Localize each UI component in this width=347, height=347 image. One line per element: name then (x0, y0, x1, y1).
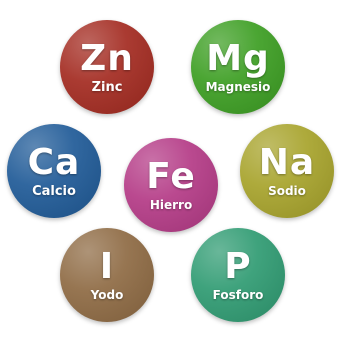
element-symbol: P (224, 246, 252, 287)
element-circle-i: I Yodo (60, 228, 154, 322)
element-circle-na: Na Sodio (240, 124, 334, 218)
element-name: Zinc (91, 79, 123, 95)
element-symbol: Na (258, 142, 316, 183)
element-name: Hierro (149, 198, 193, 212)
element-circle-mg: Mg Magnesio (191, 20, 285, 114)
element-name: Fosforo (212, 288, 264, 302)
element-symbol: I (99, 246, 115, 287)
element-circle-p: P Fosforo (191, 228, 285, 322)
element-circle-zn: Zn Zinc (60, 20, 154, 114)
element-circle-ca: Ca Calcio (7, 124, 101, 218)
element-symbol: Mg (206, 38, 270, 79)
element-symbol: Ca (27, 141, 81, 183)
element-name: Yodo (90, 288, 124, 302)
element-symbol: Zn (80, 37, 134, 79)
element-name: Calcio (32, 183, 76, 199)
element-name: Sodio (268, 184, 306, 198)
element-symbol: Fe (146, 156, 196, 197)
element-circle-fe: Fe Hierro (124, 138, 218, 232)
element-name: Magnesio (205, 80, 271, 94)
